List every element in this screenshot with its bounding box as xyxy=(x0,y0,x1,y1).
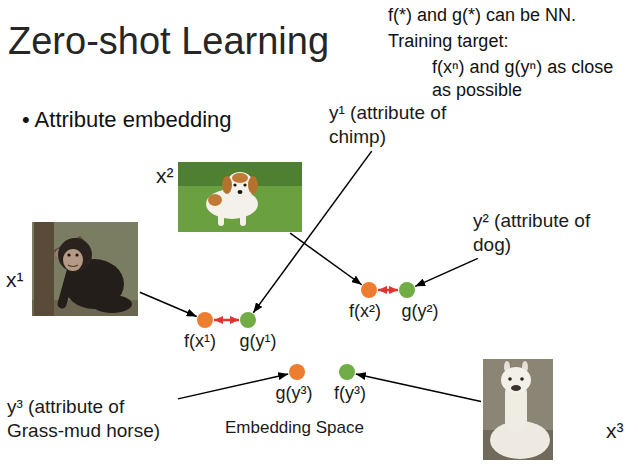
chimp-eye xyxy=(67,253,70,256)
image-sample: x³ xyxy=(483,359,553,460)
point-label: g(y¹) xyxy=(223,332,293,352)
alpaca-eye xyxy=(508,377,512,381)
dog-ear xyxy=(222,176,232,194)
arrow-connector xyxy=(378,289,398,292)
chimp-leg xyxy=(92,295,132,313)
attribute-text: y² (attribute of dog) xyxy=(473,209,597,257)
attribute-label: y² (attribute of dog) xyxy=(470,208,600,258)
dog-photo xyxy=(178,162,302,232)
arrow-connector xyxy=(290,233,362,285)
point-marker xyxy=(339,364,355,380)
tree-trunk xyxy=(34,222,54,316)
embedding-point: f(y³) xyxy=(312,364,382,408)
sample-label: x² xyxy=(156,164,174,188)
alpaca-nose xyxy=(511,385,521,391)
embedding-point: g(y¹) xyxy=(213,312,283,356)
arrow-connector xyxy=(140,292,197,316)
chimp-arm xyxy=(62,268,72,304)
point-label: g(y²) xyxy=(385,302,455,322)
embedding-point: g(y²) xyxy=(372,282,442,326)
note-text: Training target: xyxy=(388,30,508,53)
chimp-eye xyxy=(75,253,78,256)
point-marker xyxy=(197,312,213,328)
arrow-connector xyxy=(253,151,371,313)
note-text: f(xⁿ) and g(yⁿ) as close as possible xyxy=(432,56,632,101)
arrow-connector xyxy=(214,319,239,322)
chimp-mouth xyxy=(68,265,78,267)
arrow-connector xyxy=(415,258,478,286)
dog-patch xyxy=(232,173,248,183)
arrow-connector xyxy=(356,374,481,401)
point-label: f(x¹) xyxy=(165,332,235,352)
note-text: f(*) and g(*) can be NN. xyxy=(388,4,576,27)
dog-patch xyxy=(208,194,222,206)
chimp-face xyxy=(63,249,83,271)
dog-eye xyxy=(233,183,236,186)
slide-title: Zero-shot Learning xyxy=(8,20,329,63)
attribute-text: y³ (attribute of Grass-mud horse) xyxy=(7,395,173,443)
point-label: f(x²) xyxy=(330,302,400,322)
sample-label: x³ xyxy=(606,419,624,443)
alpaca-head xyxy=(501,367,531,393)
sample-label: x¹ xyxy=(6,268,24,292)
chimp-head xyxy=(58,238,92,272)
space-label: Embedding Space xyxy=(225,418,364,438)
bullet-text: • Attribute embedding xyxy=(22,106,232,134)
image-sample: x² xyxy=(178,162,302,232)
dog-nose xyxy=(238,190,243,194)
embedding-point: g(y³) xyxy=(262,364,332,408)
point-marker xyxy=(361,282,377,298)
alpaca-eye xyxy=(520,377,524,381)
attribute-text: y¹ (attribute of chimp) xyxy=(329,101,453,149)
attribute-label: y³ (attribute of Grass-mud horse) xyxy=(4,394,176,444)
arrow-connector xyxy=(178,374,288,399)
photo-background xyxy=(32,222,138,316)
embedding-point: f(x²) xyxy=(334,282,404,326)
dog-ear xyxy=(248,176,258,194)
photo-background xyxy=(178,162,302,186)
point-marker xyxy=(399,282,415,298)
chimp-photo xyxy=(32,222,138,316)
point-label: g(y³) xyxy=(259,384,329,404)
photo-background xyxy=(178,162,302,232)
alpaca-photo xyxy=(483,359,553,460)
point-marker xyxy=(289,364,305,380)
embedding-point: f(x¹) xyxy=(170,312,240,356)
dog-eye xyxy=(243,183,246,186)
photo-background xyxy=(483,359,553,460)
point-marker xyxy=(240,312,256,328)
point-label: f(y³) xyxy=(315,384,385,404)
attribute-label: y¹ (attribute of chimp) xyxy=(326,100,456,150)
image-sample: x¹ xyxy=(32,222,138,316)
